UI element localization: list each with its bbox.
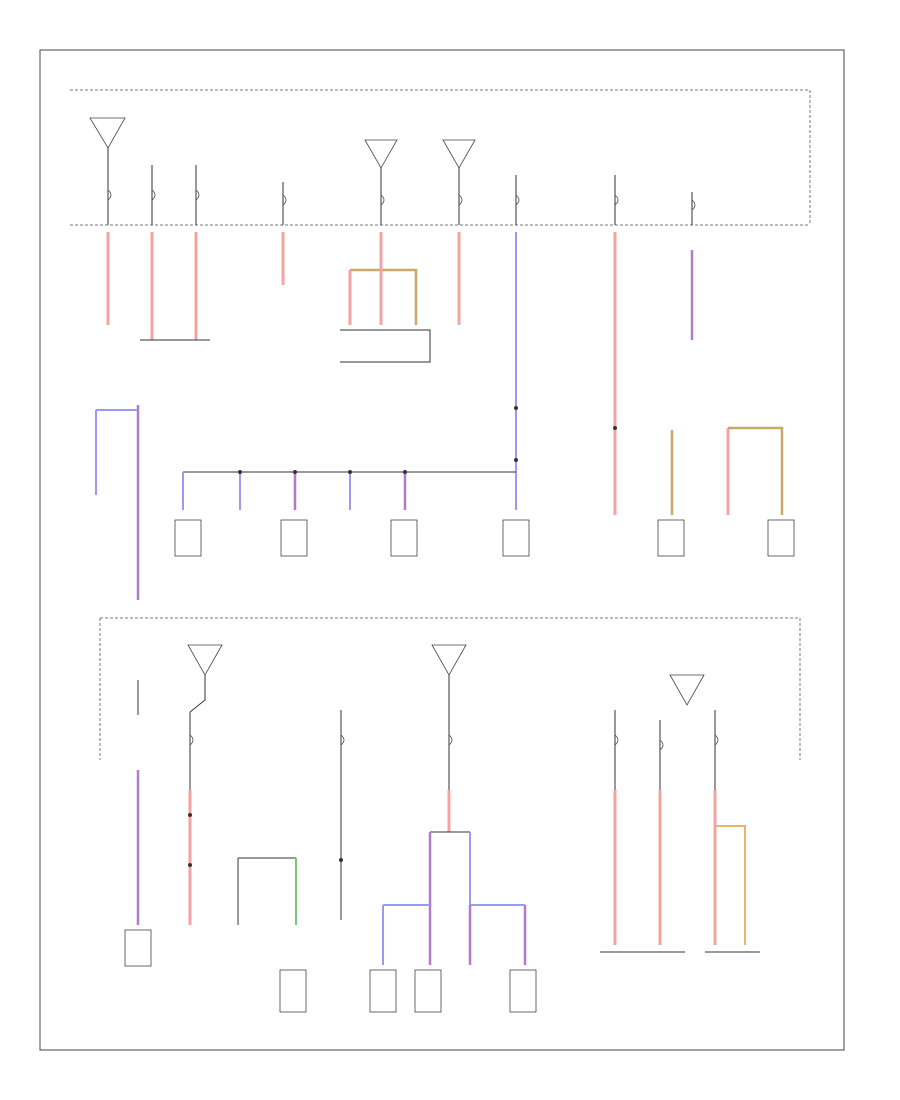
top-components: [174, 519, 795, 557]
sensor-branches: [182, 406, 617, 510]
ground-connector-2: [340, 329, 431, 363]
power-source-group: [89, 117, 705, 706]
fuse-symbols-bottom: [189, 734, 719, 751]
bottom-fuse-drops: [137, 675, 716, 920]
bottom-circuit-wires: [136, 770, 746, 965]
power-source-1: [89, 117, 126, 149]
power-source-5: [431, 644, 467, 676]
fuse-symbols-top: [107, 189, 696, 211]
power-source-2: [364, 139, 398, 169]
top-power-bus: [70, 89, 811, 225]
diagram-frame: [39, 49, 845, 1051]
bottom-power-bus: [100, 617, 801, 760]
bottom-components: [124, 929, 537, 1013]
relay-wire-tan-top: [728, 426, 784, 515]
power-source-3: [442, 139, 476, 169]
top-fuse-drops: [107, 148, 693, 225]
power-source-6: [669, 674, 705, 706]
top-circuit-wires: [106, 232, 694, 515]
power-source-4: [187, 644, 223, 676]
